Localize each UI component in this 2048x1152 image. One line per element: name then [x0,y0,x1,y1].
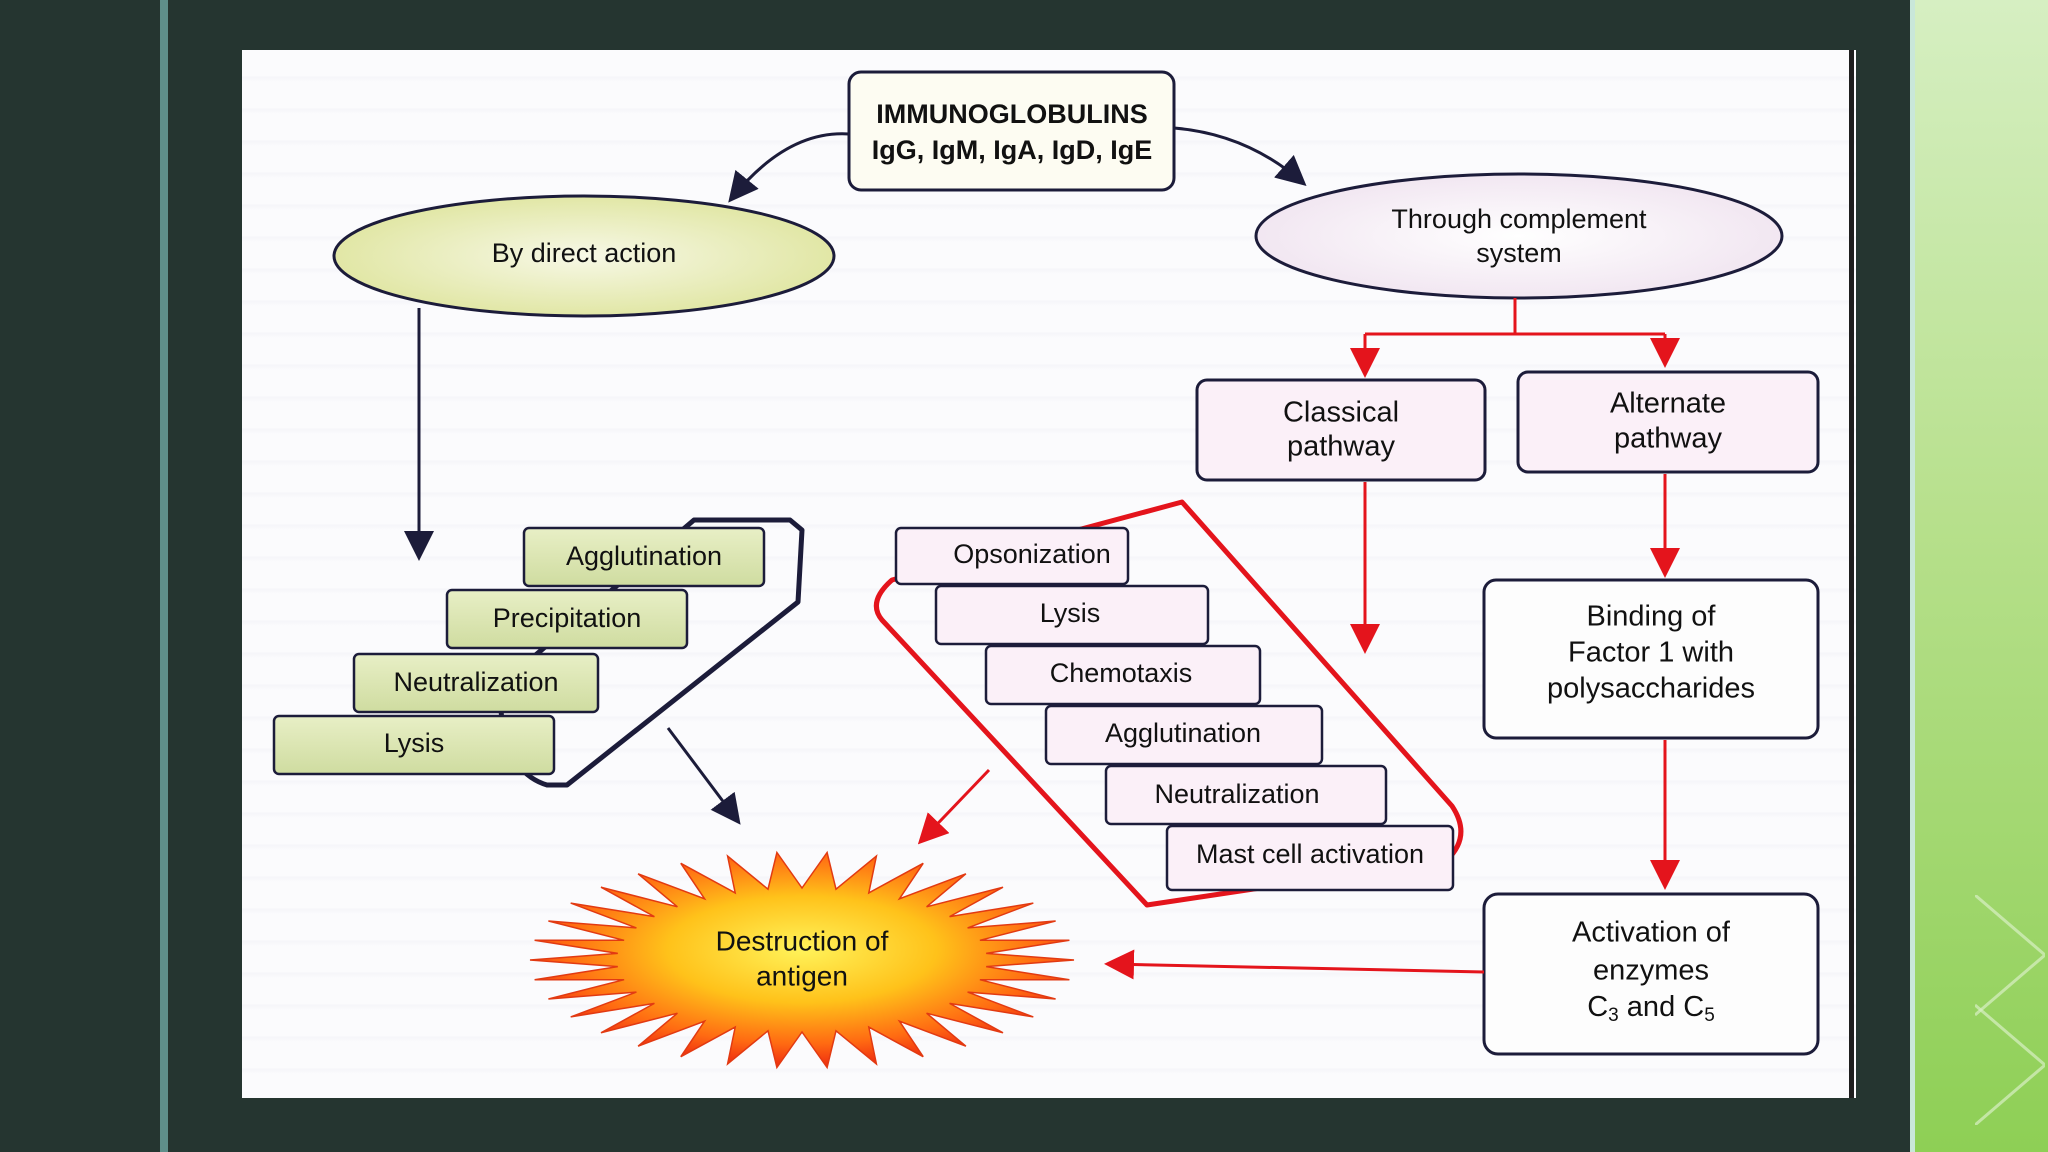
right-decorative-strip [1910,0,2048,1152]
complement-split-arrows [1350,298,1680,378]
binding-factor-label-1: Binding of [1587,601,1717,633]
complement-system-label-1: Through complement [1391,204,1647,234]
immunoglobulins-classes: IgG, IgM, IgA, IgD, IgE [872,135,1152,165]
complement-effect-lysis: Lysis [934,584,1210,646]
complement-system-label-2: system [1476,238,1562,268]
svg-text:Lysis: Lysis [1040,598,1101,628]
direct-effect-lysis: Lysis [272,714,556,776]
svg-text:Opsonization: Opsonization [953,539,1111,569]
arrow-activation-to-destruction [1104,949,1485,980]
destruction-label-1: Destruction of [716,925,889,956]
immunoglobulin-flow-diagram: IMMUNOGLOBULINS IgG, IgM, IgA, IgD, IgE … [272,70,1820,1070]
activation-label-2: enzymes [1593,955,1709,987]
arrow-complement-to-destruction [917,768,991,845]
diagram-slide: IMMUNOGLOBULINS IgG, IgM, IgA, IgD, IgE … [242,50,1856,1098]
binding-factor-box [1482,578,1820,740]
scan-edge [1849,50,1854,1098]
arrow-direct-to-destruction [666,727,741,825]
alternate-pathway-label-2: pathway [1614,423,1723,455]
immunoglobulins-title: IMMUNOGLOBULINS [876,99,1147,129]
classical-pathway-label-1: Classical [1283,397,1399,429]
direct-action-ellipse [332,194,836,318]
svg-text:Lysis: Lysis [384,728,445,758]
binding-factor-label-2: Factor 1 with [1568,637,1734,669]
arrow-to-complement [1173,126,1307,186]
svg-text:Precipitation: Precipitation [493,603,642,633]
activation-label-1: Activation of [1572,917,1731,949]
svg-text:Neutralization: Neutralization [393,667,558,697]
svg-text:Neutralization: Neutralization [1154,779,1319,809]
binding-factor-label-3: polysaccharides [1547,673,1755,705]
complement-effect-mast-cell-activation: Mast cell activation [1165,824,1455,892]
direct-action-label: By direct action [492,238,677,268]
destruction-starburst [529,850,1075,1070]
svg-text:Chemotaxis: Chemotaxis [1050,658,1193,688]
complement-effect-chemotaxis: Chemotaxis [984,644,1262,706]
alternate-pathway-box [1516,370,1820,474]
left-accent-rail [160,0,168,1152]
complement-effect-opsonization: Opsonization [894,526,1130,586]
svg-text:Agglutination: Agglutination [566,541,722,571]
activation-enzymes-box [1482,892,1820,1056]
direct-effect-agglutination: Agglutination [522,526,766,588]
alternate-pathway-label-1: Alternate [1610,388,1726,420]
chevron-decoration-icon [1975,895,2045,1125]
complement-system-ellipse [1254,172,1784,300]
immunoglobulins-box [847,70,1176,192]
destruction-label-2: antigen [756,960,848,991]
direct-effect-neutralization: Neutralization [352,652,600,714]
classical-pathway-box [1195,378,1487,482]
arrow-to-direct-action [728,132,850,203]
activation-label-3: C3 and C5 [1587,991,1715,1026]
classical-pathway-label-2: pathway [1287,431,1396,463]
direct-effect-precipitation: Precipitation [445,588,689,650]
complement-effect-neutralization: Neutralization [1104,764,1388,826]
complement-effect-agglutination: Agglutination [1044,704,1324,766]
svg-text:Mast cell activation: Mast cell activation [1196,839,1424,869]
svg-text:Agglutination: Agglutination [1105,718,1261,748]
